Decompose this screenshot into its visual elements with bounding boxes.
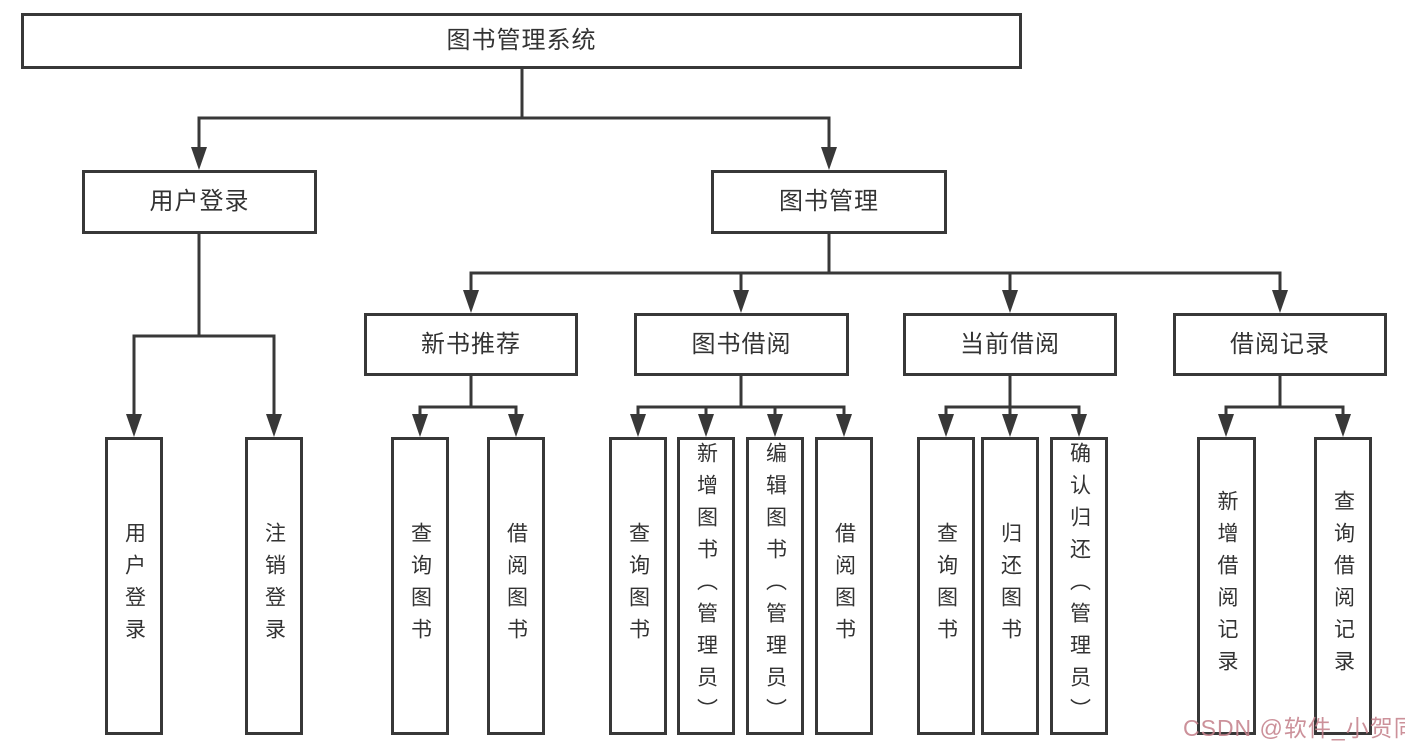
leaf-add-borrow-record: 新增借阅记录 — [1197, 437, 1256, 735]
node-user-login: 用户登录 — [82, 170, 317, 234]
leaf-user-login: 用户登录 — [105, 437, 163, 735]
node-root: 图书管理系统 — [21, 13, 1022, 69]
arrowheads — [126, 147, 1351, 437]
leaf-edit-book-admin: 编辑图书（管理员） — [746, 437, 804, 735]
node-book-management: 图书管理 — [711, 170, 947, 234]
leaf-confirm-return-admin: 确认归还（管理员） — [1050, 437, 1108, 735]
node-new-book-recommend: 新书推荐 — [364, 313, 578, 376]
csdn-watermark: CSDN @软件_小贺同学 — [1183, 715, 1405, 741]
node-borrow-record: 借阅记录 — [1173, 313, 1387, 376]
leaf-logout-login: 注销登录 — [245, 437, 303, 735]
leaf-query-book-a: 查询图书 — [391, 437, 449, 735]
leaf-add-book-admin: 新增图书（管理员） — [677, 437, 735, 735]
leaf-query-book-b: 查询图书 — [609, 437, 667, 735]
leaf-query-book-c: 查询图书 — [917, 437, 975, 735]
leaf-borrow-book-a: 借阅图书 — [487, 437, 545, 735]
leaf-query-borrow-record: 查询借阅记录 — [1314, 437, 1372, 735]
leaf-borrow-book-b: 借阅图书 — [815, 437, 873, 735]
node-book-borrow: 图书借阅 — [634, 313, 849, 376]
node-current-borrow: 当前借阅 — [903, 313, 1117, 376]
leaf-return-book: 归还图书 — [981, 437, 1039, 735]
